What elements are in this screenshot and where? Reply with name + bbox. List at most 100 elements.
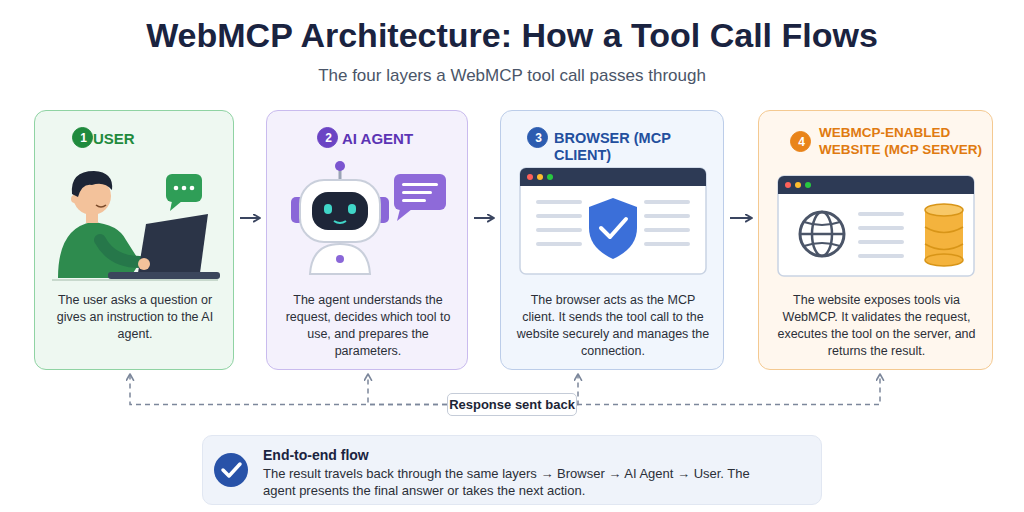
robot-antenna <box>339 168 342 182</box>
globe-meridian <box>812 212 832 256</box>
bubble-line <box>402 183 438 186</box>
content-line <box>644 228 690 232</box>
window-dot <box>547 174 553 180</box>
response-connector <box>577 374 880 405</box>
summary-body: The result travels back through the same… <box>263 465 758 499</box>
layer-card: USER The user asks a question or gives an… <box>34 110 234 370</box>
bubble-dot <box>190 186 195 191</box>
browser-illustration <box>520 168 706 274</box>
content-line <box>858 226 904 230</box>
window-dot <box>795 182 801 188</box>
robot-mouth <box>334 221 346 223</box>
laptop-base <box>108 272 220 279</box>
content-line <box>536 242 582 246</box>
flow-arrow <box>240 217 260 219</box>
globe-parallel <box>804 222 840 225</box>
window-dot <box>785 182 791 188</box>
step-number: 3 <box>528 128 549 149</box>
content-line <box>644 242 690 246</box>
step-number: 4 <box>791 132 812 153</box>
layer-description: The browser acts as the MCP client. It s… <box>513 292 713 360</box>
content-line <box>644 200 690 204</box>
response-connector <box>577 374 578 405</box>
robot-chest-light <box>336 255 344 263</box>
robot-eye <box>348 204 356 214</box>
bubble-tail <box>397 209 412 221</box>
database-band <box>925 227 963 233</box>
laptop-screen <box>138 214 208 273</box>
antenna-ball <box>335 161 345 171</box>
person-head <box>73 177 111 215</box>
flow-arrow <box>474 217 494 219</box>
database-top <box>925 204 963 216</box>
browser-bar <box>778 186 974 194</box>
robot-eye <box>324 204 332 214</box>
layer-card: BROWSER (MCP CLIENT) The browser acts as … <box>500 110 724 370</box>
check-badge <box>214 453 248 487</box>
robot-body <box>310 244 370 274</box>
step-badge: 1 <box>72 127 93 148</box>
person-arm <box>100 240 140 262</box>
desk-line <box>52 279 218 281</box>
step-badge: 4 <box>790 131 811 152</box>
layer-heading: WEBMCP-ENABLED WEBSITE (MCP SERVER) <box>819 124 991 158</box>
pill-label: Response sent back <box>448 394 576 415</box>
window-dot <box>527 174 533 180</box>
shield-check <box>601 219 626 237</box>
diagram-title: WebMCP Architecture: How a Tool Call Flo… <box>0 14 1024 56</box>
person-body <box>58 222 140 278</box>
browser-bar <box>520 168 706 186</box>
database-band <box>925 244 963 250</box>
robot-head <box>300 180 380 242</box>
speech-bubble <box>166 174 202 202</box>
layer-description: The website exposes tools via WebMCP. It… <box>774 292 979 360</box>
layer-description: The agent understands the request, decid… <box>278 292 458 360</box>
content-line <box>858 254 904 258</box>
person-hair <box>72 171 112 197</box>
bubble-line <box>402 199 426 202</box>
content-line <box>644 214 690 218</box>
globe-outline <box>800 212 844 256</box>
content-line <box>536 200 582 204</box>
summary-heading: End-to-end flow <box>263 447 663 464</box>
content-line <box>536 228 582 232</box>
database-body <box>925 210 963 260</box>
bubble-line <box>402 191 432 194</box>
summary-box: End-to-end flowThe result travels back t… <box>202 435 822 505</box>
robot-face <box>312 192 368 230</box>
bubble-dot <box>182 186 187 191</box>
bubble-tail <box>170 201 182 211</box>
check-mark <box>223 464 240 476</box>
bubble-dot <box>174 186 179 191</box>
step-badge: 2 <box>317 127 338 148</box>
response-connector <box>368 374 447 405</box>
step-badge: 3 <box>527 127 548 148</box>
layer-description: The user asks a question or gives an ins… <box>47 292 223 343</box>
robot-ear <box>376 197 389 223</box>
database-base <box>925 254 963 266</box>
layer-heading: USER <box>93 130 223 147</box>
person-ear <box>71 195 79 203</box>
browser-window <box>520 168 706 274</box>
globe-parallel <box>804 243 840 246</box>
globe-equator <box>800 233 844 236</box>
step-number: 2 <box>318 128 339 149</box>
browser-bar <box>520 178 706 186</box>
speech-bubble <box>394 174 446 210</box>
content-line <box>536 214 582 218</box>
browser-window <box>778 176 974 276</box>
robot-ear <box>291 197 304 223</box>
subtitle-text: The four layers a WebMCP tool call passe… <box>0 65 1024 87</box>
layer-heading: AI AGENT <box>342 130 462 147</box>
robot-illustration <box>291 161 446 274</box>
step-number: 1 <box>73 128 94 149</box>
browser-bar <box>778 176 974 194</box>
person-hand <box>138 258 150 270</box>
website-illustration <box>778 176 974 276</box>
person-smile <box>96 205 106 207</box>
layer-heading: BROWSER (MCP CLIENT) <box>554 130 724 164</box>
person-neck <box>86 210 98 223</box>
user-illustration <box>52 171 220 280</box>
content-line <box>858 212 904 216</box>
security-shield <box>589 198 637 259</box>
